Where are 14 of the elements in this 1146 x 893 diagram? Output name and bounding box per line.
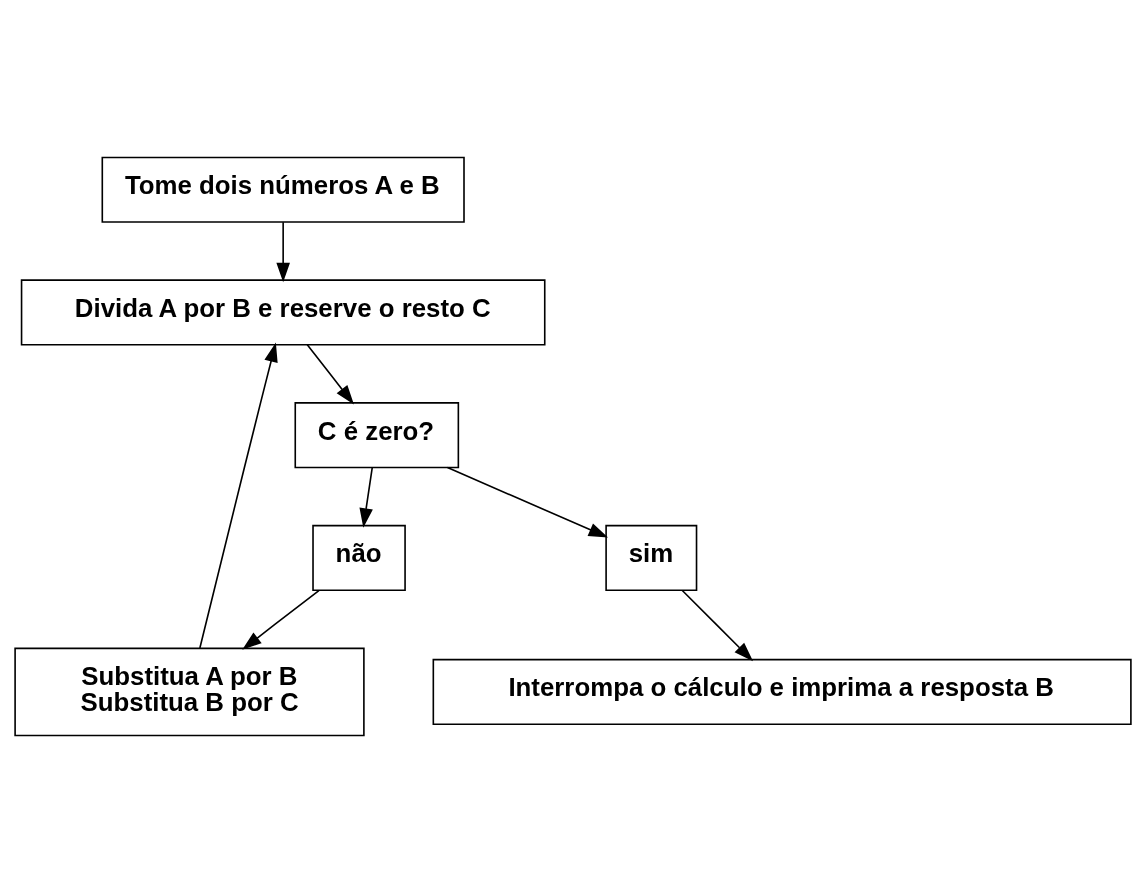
node-box: sim bbox=[605, 524, 698, 591]
arrow bbox=[446, 466, 609, 538]
node-box: C é zero? bbox=[294, 402, 460, 469]
arrow bbox=[242, 589, 320, 650]
arrow bbox=[306, 344, 354, 405]
node-box: Substitua A por B Substitua B por C bbox=[14, 647, 365, 737]
arrow bbox=[681, 589, 754, 662]
node-box: Tome dois números A e B bbox=[101, 156, 465, 223]
node-box: Interrompa o cálculo e imprima a resposta B bbox=[432, 658, 1132, 726]
node-box: não bbox=[312, 524, 406, 591]
arrow bbox=[199, 342, 278, 649]
arrow bbox=[359, 466, 374, 528]
arrow bbox=[276, 221, 290, 283]
node-box: Divida A por B e reserve o resto C bbox=[20, 279, 546, 346]
